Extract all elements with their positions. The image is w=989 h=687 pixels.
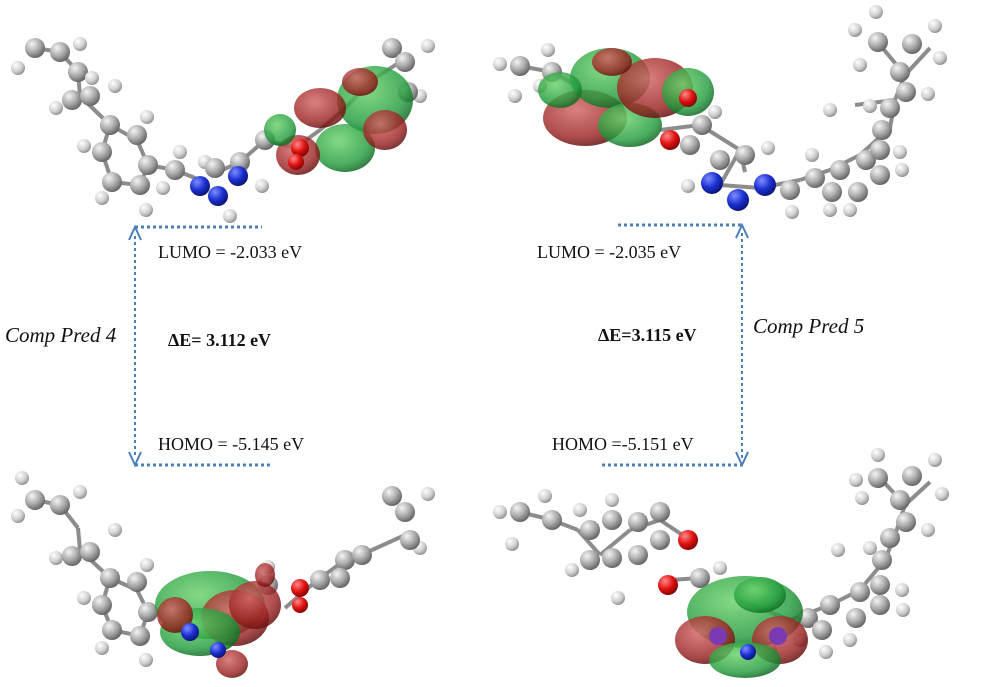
left-energy-gap: ΔE= 3.112 eV (168, 330, 271, 351)
left-gap-arrow-head-down (128, 451, 142, 468)
right-lumo-label: LUMO = -2.035 eV (537, 242, 682, 262)
right-homo-label: HOMO =-5.151 eV (552, 434, 694, 454)
homo-orbital-lobes (675, 576, 808, 678)
right-gap-arrow-head-up (735, 222, 749, 239)
left-gap-value: 3.112 eV (206, 330, 272, 350)
molecule-pred4-homo (11, 471, 435, 678)
right-energy-gap: ΔE=3.115 eV (598, 325, 697, 346)
right-gap-arrow-head-down (735, 451, 749, 468)
left-gap-arrow-head-up (128, 224, 142, 241)
lumo-orbital-lobes (538, 48, 714, 147)
left-gap-prefix: ΔE= (168, 330, 207, 350)
right-gap-value: 3.115 eV (631, 325, 697, 345)
lumo-orbital-lobes (264, 66, 413, 175)
left-lumo-label: LUMO = -2.033 eV (158, 242, 303, 262)
right-gap-prefix: ΔE= (598, 325, 632, 345)
molecule-pred5-homo (493, 448, 949, 678)
left-homo-label: HOMO = -5.145 eV (158, 434, 305, 454)
homo-orbital-lobes (155, 563, 281, 678)
left-energy-diagram (128, 224, 272, 468)
molecule-pred4-lumo (11, 37, 435, 223)
left-compound-label: Comp Pred 4 (5, 323, 117, 347)
molecule-pred5-lumo (493, 5, 947, 219)
right-energy-diagram (602, 222, 749, 468)
right-compound-label: Comp Pred 5 (753, 314, 865, 338)
